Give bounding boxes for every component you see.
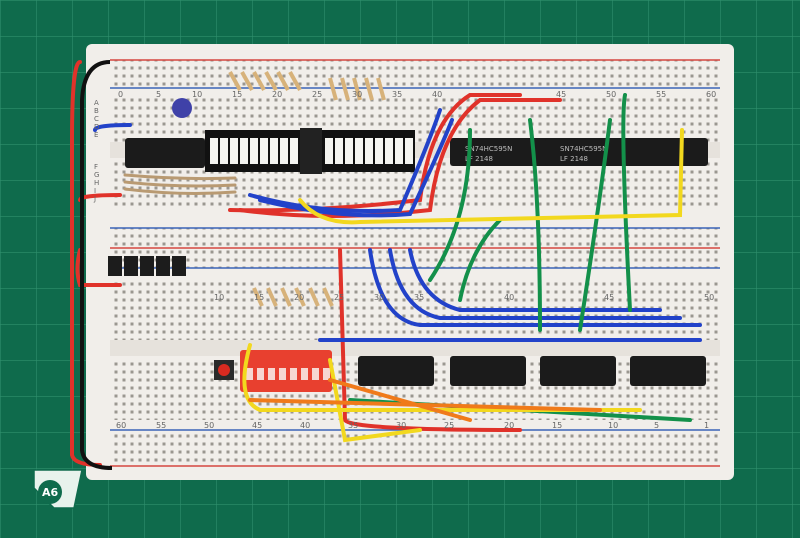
chip-top-right: SN74HC595N LF 2148 xyxy=(545,138,655,166)
wires-tan xyxy=(123,173,237,195)
svg-text:H: H xyxy=(94,179,99,187)
svg-text:50: 50 xyxy=(204,421,214,430)
svg-text:60: 60 xyxy=(706,90,716,99)
chip-bottom-3 xyxy=(540,356,616,386)
chip-upper-left xyxy=(125,138,205,168)
svg-text:SN74HC595N: SN74HC595N xyxy=(560,145,607,153)
svg-text:LF 2148: LF 2148 xyxy=(465,155,493,163)
svg-text:G: G xyxy=(94,171,99,179)
svg-text:45: 45 xyxy=(556,90,566,99)
lower-board-top-labels: 10 15 20 25 30 35 40 45 50 xyxy=(214,293,714,302)
svg-text:C: C xyxy=(94,115,99,123)
svg-text:15: 15 xyxy=(232,90,242,99)
svg-text:F: F xyxy=(94,163,98,171)
svg-text:LF 2148: LF 2148 xyxy=(560,155,588,163)
svg-text:55: 55 xyxy=(656,90,666,99)
svg-text:A6: A6 xyxy=(42,486,59,499)
svg-text:E: E xyxy=(94,131,98,139)
svg-text:35: 35 xyxy=(414,293,424,302)
svg-text:D: D xyxy=(94,123,99,131)
chip-bottom-1 xyxy=(358,356,434,386)
svg-text:40: 40 xyxy=(300,421,310,430)
svg-text:10: 10 xyxy=(192,90,202,99)
svg-text:A: A xyxy=(94,99,99,107)
svg-text:10: 10 xyxy=(608,421,618,430)
wires-orange xyxy=(248,378,602,422)
svg-text:15: 15 xyxy=(254,293,264,302)
svg-text:25: 25 xyxy=(444,421,454,430)
corner-label-badge: A6 xyxy=(33,469,83,509)
svg-text:50: 50 xyxy=(606,90,616,99)
svg-text:1: 1 xyxy=(704,421,709,430)
svg-text:J: J xyxy=(93,195,96,203)
svg-text:60: 60 xyxy=(116,421,126,430)
svg-text:45: 45 xyxy=(252,421,262,430)
wires-red xyxy=(70,60,562,467)
resistors-top xyxy=(228,71,386,101)
svg-text:40: 40 xyxy=(504,293,514,302)
svg-text:20: 20 xyxy=(294,293,304,302)
chip-bottom-2 xyxy=(450,356,526,386)
svg-text:10: 10 xyxy=(214,293,224,302)
upper-power-rails xyxy=(110,59,720,89)
resistors-lower xyxy=(252,287,334,307)
svg-text:30: 30 xyxy=(374,293,384,302)
svg-text:B: B xyxy=(94,107,99,115)
upper-board-row-labels: A B C D E F G H I J xyxy=(93,99,99,203)
svg-text:55: 55 xyxy=(156,421,166,430)
svg-text:5: 5 xyxy=(156,90,161,99)
svg-text:35: 35 xyxy=(392,90,402,99)
svg-text:0: 0 xyxy=(118,90,123,99)
svg-text:40: 40 xyxy=(432,90,442,99)
svg-text:30: 30 xyxy=(352,90,362,99)
lower-power-rails xyxy=(110,429,720,467)
chip-top-left: SN74HC595N LF 2148 xyxy=(450,138,560,166)
electrolytic-capacitor xyxy=(172,98,192,118)
svg-text:20: 20 xyxy=(272,90,282,99)
svg-text:SN74HC595N: SN74HC595N xyxy=(465,145,512,153)
svg-text:35: 35 xyxy=(348,421,358,430)
svg-text:5: 5 xyxy=(654,421,659,430)
transistor-row xyxy=(108,256,186,276)
svg-text:30: 30 xyxy=(396,421,406,430)
chip-bottom-4 xyxy=(630,356,706,386)
svg-text:25: 25 xyxy=(334,293,344,302)
led-bar-graph xyxy=(205,128,415,174)
middle-power-rails xyxy=(110,227,720,269)
lower-board-bottom-labels: 60 55 50 45 40 35 30 25 20 15 10 5 1 xyxy=(116,421,709,430)
svg-text:25: 25 xyxy=(312,90,322,99)
svg-text:45: 45 xyxy=(604,293,614,302)
svg-text:15: 15 xyxy=(552,421,562,430)
svg-text:50: 50 xyxy=(704,293,714,302)
push-button xyxy=(214,360,234,380)
chip-top-far-right xyxy=(636,138,708,166)
wires-blue xyxy=(93,108,702,342)
dip-switch xyxy=(240,350,332,392)
svg-text:20: 20 xyxy=(504,421,514,430)
wires-yellow xyxy=(242,128,684,443)
wire-black-left xyxy=(80,60,113,470)
svg-text:I: I xyxy=(94,187,96,195)
lower-center-channel xyxy=(110,340,720,356)
upper-board-number-labels: 0 5 10 15 20 25 30 35 40 45 50 55 60 xyxy=(118,90,716,99)
